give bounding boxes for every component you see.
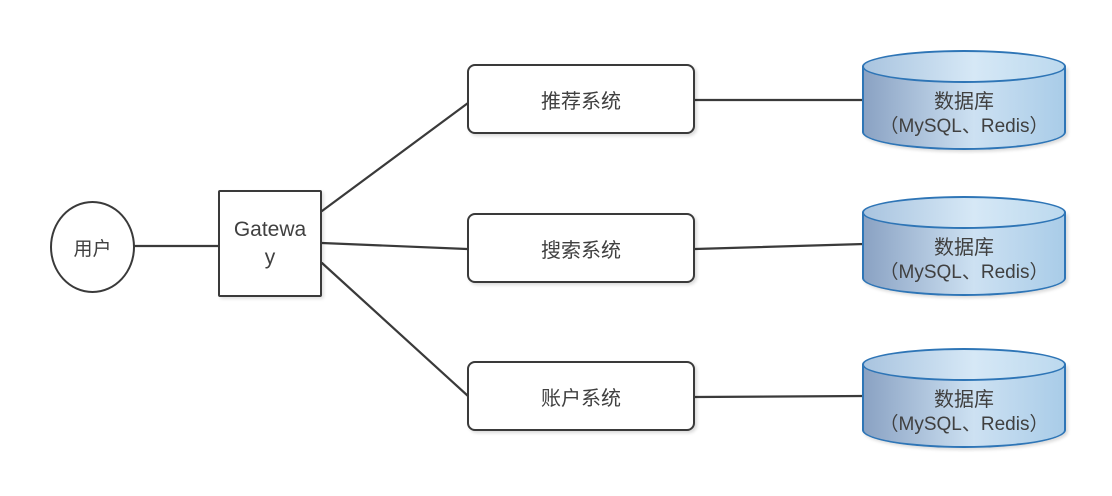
database-cylinder-top [862,348,1066,381]
user-node: 用户 [50,201,135,293]
database-subtitle: （MySQL、Redis） [879,261,1049,283]
user-node-label: 用户 [73,238,112,260]
connector-account-db [693,394,866,399]
database-node-recommend: 数据库 （MySQL、Redis） [862,50,1066,150]
system-node-search: 搜索系统 [467,213,695,283]
database-node-label: 数据库 （MySQL、Redis） [862,82,1066,146]
system-node-recommend: 推荐系统 [467,64,695,134]
database-node-label: 数据库 （MySQL、Redis） [862,380,1066,444]
database-subtitle: （MySQL、Redis） [879,115,1049,137]
database-title: 数据库 [934,90,994,113]
system-node-account: 账户系统 [467,361,695,431]
connector-search-db [693,242,866,251]
database-title: 数据库 [934,236,994,259]
system-node-label: 账户系统 [541,387,621,410]
gateway-node: Gateway [218,190,322,297]
database-cylinder-top [862,196,1066,229]
database-node-search: 数据库 （MySQL、Redis） [862,196,1066,296]
connector-gateway-recommend [320,101,470,213]
database-node-label: 数据库 （MySQL、Redis） [862,228,1066,292]
database-cylinder-top [862,50,1066,83]
database-title: 数据库 [934,388,994,411]
database-subtitle: （MySQL、Redis） [879,413,1049,435]
system-node-label: 推荐系统 [541,90,621,113]
connector-gateway-account [320,261,470,398]
system-node-label: 搜索系统 [541,239,621,262]
gateway-node-label: Gateway [233,218,307,269]
database-node-account: 数据库 （MySQL、Redis） [862,348,1066,448]
connector-gateway-search [320,241,469,251]
